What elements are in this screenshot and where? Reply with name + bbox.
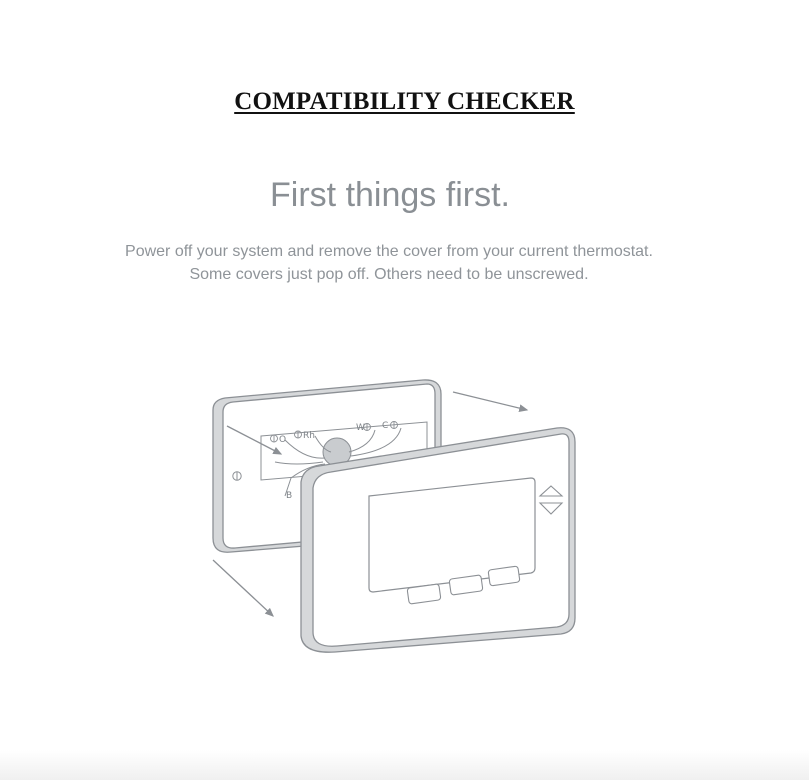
up-arrow-icon [538,485,564,497]
terminal-labels: O Rh W C B [279,421,388,501]
instruction-line-1: Power off your system and remove the cov… [125,243,653,260]
compatibility-checker-title: COMPATIBILITY CHECKER [234,88,575,115]
thermostat-front [300,427,576,653]
thermostat-illustration: O Rh W C B [212,379,576,653]
instruction-line-2: Some covers just pop off. Others need to… [189,266,589,283]
terminal-c: C [382,421,388,431]
down-arrow-icon [538,502,564,515]
thermostat-button-1 [406,583,442,605]
thermostat-button-2 [448,574,484,596]
bottom-edge-shadow [0,750,809,780]
thermostat-button-3 [487,565,521,587]
terminal-b: B [286,491,292,501]
terminal-o: O [279,435,286,445]
headline: First things first. [270,176,510,214]
terminal-w: W [356,423,365,433]
instructions-paragraph: Power off your system and remove the cov… [0,240,778,286]
direction-arrows [212,391,529,617]
terminal-rh: Rh [303,431,315,441]
